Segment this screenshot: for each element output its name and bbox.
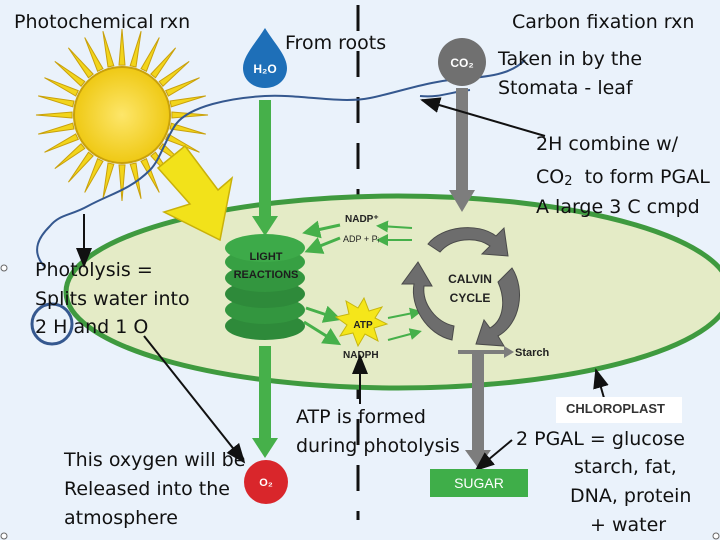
carbon-fixation-label: Carbon fixation rxn	[512, 11, 695, 33]
corner-handle	[0, 532, 8, 540]
starch-arrow-head	[504, 346, 514, 358]
sun-ray	[67, 151, 94, 183]
light-reactions-label: LIGHT	[250, 251, 283, 263]
starch-label: Starch	[515, 347, 550, 359]
sun-ray	[44, 133, 79, 153]
photolysis-line2: Splits water into	[35, 288, 190, 310]
sun-ray	[140, 37, 160, 72]
oxygen-release-line3: atmosphere	[64, 507, 178, 529]
sun-ray	[84, 158, 104, 193]
sugar-arrow-head	[465, 450, 491, 468]
oxygen-arrow-shaft	[259, 346, 271, 440]
sun-ray	[54, 60, 86, 87]
sun-ray	[102, 162, 115, 199]
sun-ray	[169, 95, 206, 108]
nadp-label: NADP⁺	[345, 214, 379, 225]
sun-ray	[38, 122, 75, 135]
sun-ray	[35, 111, 73, 119]
nadph-out-arrow	[303, 320, 342, 346]
calvin-cycle-label: CALVIN	[448, 272, 492, 286]
svg-text:ATP: ATP	[353, 320, 373, 331]
oxygen-release-line2: Released into the	[64, 478, 230, 500]
oxygen-release-line1: This oxygen will be	[64, 449, 246, 471]
pgal-glucose-line1: 2 PGAL = glucose	[516, 428, 685, 450]
pgal-combine-line2: CO2 to form PGAL	[536, 163, 710, 196]
sun-ray	[44, 77, 79, 97]
sun-ray	[54, 143, 86, 170]
sun-ray	[150, 47, 177, 79]
svg-text:O₂: O₂	[259, 477, 273, 489]
nadp-return-arrow	[376, 220, 413, 233]
water-arrow-head	[252, 216, 278, 236]
atp-formed-line2: during photolysis	[296, 435, 460, 457]
pgal-text: to form PGAL	[572, 166, 710, 188]
sun-ray	[38, 95, 75, 108]
oxygen-arrow-head	[252, 438, 278, 458]
sugar-arrow-shaft	[472, 352, 484, 452]
oxygen-molecule-icon: O₂	[244, 460, 288, 504]
water-transport-line	[36, 59, 526, 267]
stomata-label-line1: Taken in by the	[498, 48, 643, 70]
sunlight-arrow	[156, 144, 234, 242]
nadph-to-calvin-arrow	[387, 328, 422, 341]
pgal-combine-line1: 2H combine w/	[536, 133, 679, 155]
atp-formed-line1: ATP is formed	[296, 406, 426, 428]
annotation-arrow-oxygen	[143, 335, 246, 464]
co2-arrow-shaft	[456, 88, 468, 192]
sun-ray	[118, 28, 126, 66]
pgal-glucose-line3: DNA, protein	[570, 485, 692, 507]
sun-ray	[118, 164, 126, 202]
svg-text:H₂O: H₂O	[253, 62, 276, 76]
sugar-box: SUGAR	[430, 469, 528, 497]
sun-ray	[67, 47, 94, 79]
atp-out-arrow	[305, 305, 342, 323]
photochemical-label: Photochemical rxn	[14, 11, 191, 33]
corner-handle	[0, 264, 8, 272]
sun-ray	[158, 60, 190, 87]
pgal-combine-line3: A large 3 C cmpd	[536, 196, 700, 218]
co2-subscript: 2	[564, 174, 573, 189]
sun-ray	[165, 133, 200, 153]
adp-label: ADP + Pᵢ	[343, 234, 379, 244]
sun-ray	[84, 37, 104, 72]
annotation-arrow-stomata	[420, 97, 546, 137]
calvin-cycle-label: CYCLE	[450, 291, 491, 305]
co2-arrow-head	[449, 190, 475, 212]
corner-handle	[712, 532, 720, 540]
light-reactions-thylakoid-stack	[225, 234, 305, 340]
sun-ray	[102, 31, 115, 68]
pgal-glucose-line2: starch, fat,	[574, 456, 677, 478]
annotation-arrow-sugar	[474, 439, 513, 472]
annotation-arrow-chloroplast	[593, 368, 609, 399]
calvin-cycle-arrows	[401, 226, 520, 347]
photolysis-line3: 2 H and 1 O	[35, 316, 149, 338]
light-reactions-label: REACTIONS	[234, 269, 299, 281]
sun-ray	[165, 77, 200, 97]
svg-text:CO₂: CO₂	[450, 56, 473, 70]
atp-to-calvin-arrow	[387, 307, 422, 320]
photolysis-line1: Photolysis =	[35, 259, 153, 281]
co2-molecule-icon: CO₂	[438, 38, 486, 86]
adp-arrow	[304, 236, 341, 254]
atp-star-icon: ATP	[334, 296, 389, 348]
pgal-glucose-line4: + water	[590, 514, 667, 536]
sun-ray	[169, 122, 206, 135]
stomata-label-line2: Stomata - leaf	[498, 77, 633, 99]
nadp-arrow	[302, 220, 341, 239]
water-drop-icon: H₂O	[243, 28, 287, 88]
chloroplast-label: CHLOROPLAST	[556, 397, 682, 423]
from-roots-label: From roots	[285, 32, 387, 54]
water-arrow-shaft	[259, 100, 271, 218]
sun-ray	[129, 31, 142, 68]
sun-ray	[140, 158, 160, 193]
co2-text: CO	[536, 166, 565, 188]
highlight-circle	[30, 302, 74, 346]
